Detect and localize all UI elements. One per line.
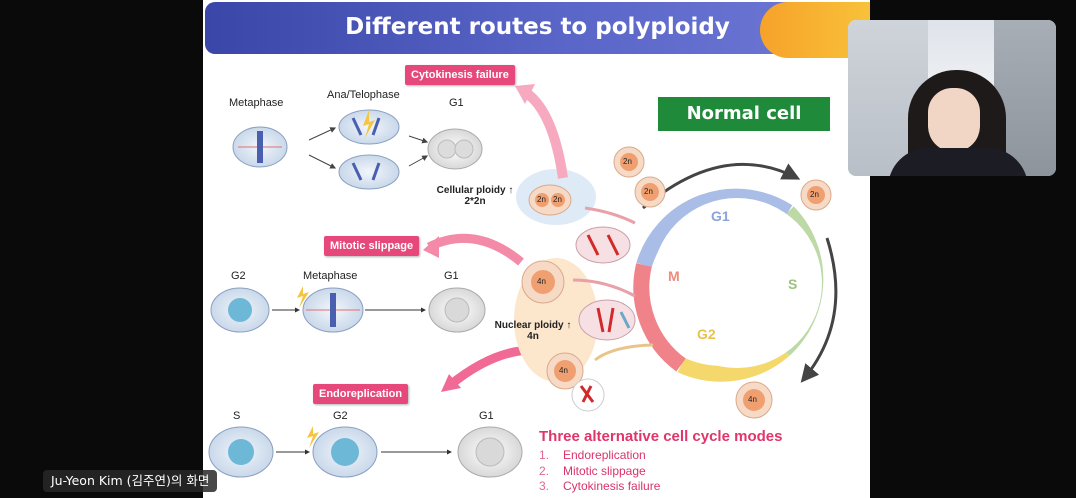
cycle-g2-label: G2 <box>697 326 716 342</box>
cell-2n-label-a: 2n <box>623 157 632 166</box>
row1-metaphase-label: Metaphase <box>229 97 284 109</box>
binucleate-2n-label-b: 2n <box>553 195 562 204</box>
binucleate-2n-label-a: 2n <box>537 195 546 204</box>
cycle-2n-cell-c <box>800 179 832 211</box>
mode-item-number: 3. <box>539 479 550 493</box>
row2-g2-cell <box>210 287 270 333</box>
cycle-g1-label: G1 <box>711 208 730 224</box>
row3-g2-label: G2 <box>333 410 348 422</box>
row1-g1-binucleate-cell <box>427 128 483 170</box>
cell-2n-label-b: 2n <box>644 187 653 196</box>
nuclear-ploidy-text: Nuclear ploidy ↑ 4n <box>488 320 578 342</box>
row1-ana-telophase-label: Ana/Telophase <box>327 89 400 101</box>
row1-metaphase-cell <box>232 126 288 168</box>
row3-g1-label: G1 <box>479 410 494 422</box>
cycle-m-label: M <box>668 268 680 284</box>
row2-g2-label: G2 <box>231 270 246 282</box>
row3-g2-cell <box>307 426 378 478</box>
cell-cycle-ring <box>633 188 824 382</box>
alternative-modes-title: Three alternative cell cycle modes <box>539 428 783 445</box>
mode-item: 1. Endoreplication <box>539 448 660 464</box>
alternative-modes-list: 1. Endoreplication 2. Mitotic slippage 3. C… <box>539 448 660 495</box>
dividing-cell-slippage <box>578 299 636 341</box>
cell-4n-label-slippage: 4n <box>537 277 546 286</box>
endoreplication-label: Endoreplication <box>313 384 409 404</box>
diagram-graphics <box>208 84 838 478</box>
row2-metaphase-label: Metaphase <box>303 270 358 282</box>
video-person-body <box>888 148 1028 176</box>
cellular-ploidy-line1: Cellular ploidy ↑ <box>436 185 514 196</box>
row1-g1-label: G1 <box>449 97 464 109</box>
cellular-ploidy-line2: 2*2n <box>464 196 486 207</box>
presentation-slide: Different routes to polyploidy <box>203 0 870 498</box>
dividing-cell-cytokinesis <box>575 226 631 264</box>
row1-anaphase-cells <box>338 109 400 190</box>
normal-cell-cycle-box: Normal cell cycle <box>658 97 830 158</box>
mode-item-number: 1. <box>539 448 550 462</box>
cellular-ploidy-text: Cellular ploidy ↑ 2*2n <box>429 185 521 207</box>
cycle-2n-cell-a <box>613 146 645 178</box>
screen-share-owner-tag: Ju-Yeon Kim (김주연)의 화면 <box>43 470 218 492</box>
slide-title: Different routes to polyploidy <box>345 14 730 40</box>
row3-g1-cell <box>457 426 523 478</box>
cell-4n-label-endo: 4n <box>559 366 568 375</box>
video-person-face <box>928 88 980 152</box>
binucleate-2n-cell <box>528 184 572 216</box>
cytokinesis-failure-label: Cytokinesis failure <box>405 65 515 85</box>
row3-s-cell <box>208 426 274 478</box>
cycle-s-label: S <box>788 276 798 292</box>
mode-item-text: Cytokinesis failure <box>563 479 661 493</box>
cycle-4n-cell-bottom <box>735 381 773 419</box>
cell-2n-label-c: 2n <box>810 190 819 199</box>
nuclear-ploidy-line1: Nuclear ploidy ↑ <box>494 320 572 331</box>
mode-item-number: 2. <box>539 463 550 478</box>
nuclear-ploidy-line2: 4n <box>527 331 539 342</box>
row3-s-label: S <box>233 410 241 422</box>
chromosome-cell-endo <box>571 378 605 412</box>
row2-g1-cell <box>428 287 486 333</box>
cycle-2n-cell-b <box>634 176 666 208</box>
mode-item-text: Mitotic slippage <box>563 463 646 478</box>
mitotic-slippage-label: Mitotic slippage <box>324 236 420 256</box>
mode-item: 2. Mitotic slippage <box>539 464 660 480</box>
cell-4n-label-cycle: 4n <box>748 395 757 404</box>
row2-metaphase-cell <box>297 286 364 333</box>
row2-g1-label: G1 <box>444 270 459 282</box>
participant-video-thumbnail[interactable] <box>848 20 1056 176</box>
mode-item-text: Endoreplication <box>563 448 646 462</box>
mode-item: 3. Cytokinesis failure <box>539 479 660 495</box>
endoreplication-4n-cell <box>546 352 584 390</box>
slippage-4n-cell <box>521 260 565 304</box>
